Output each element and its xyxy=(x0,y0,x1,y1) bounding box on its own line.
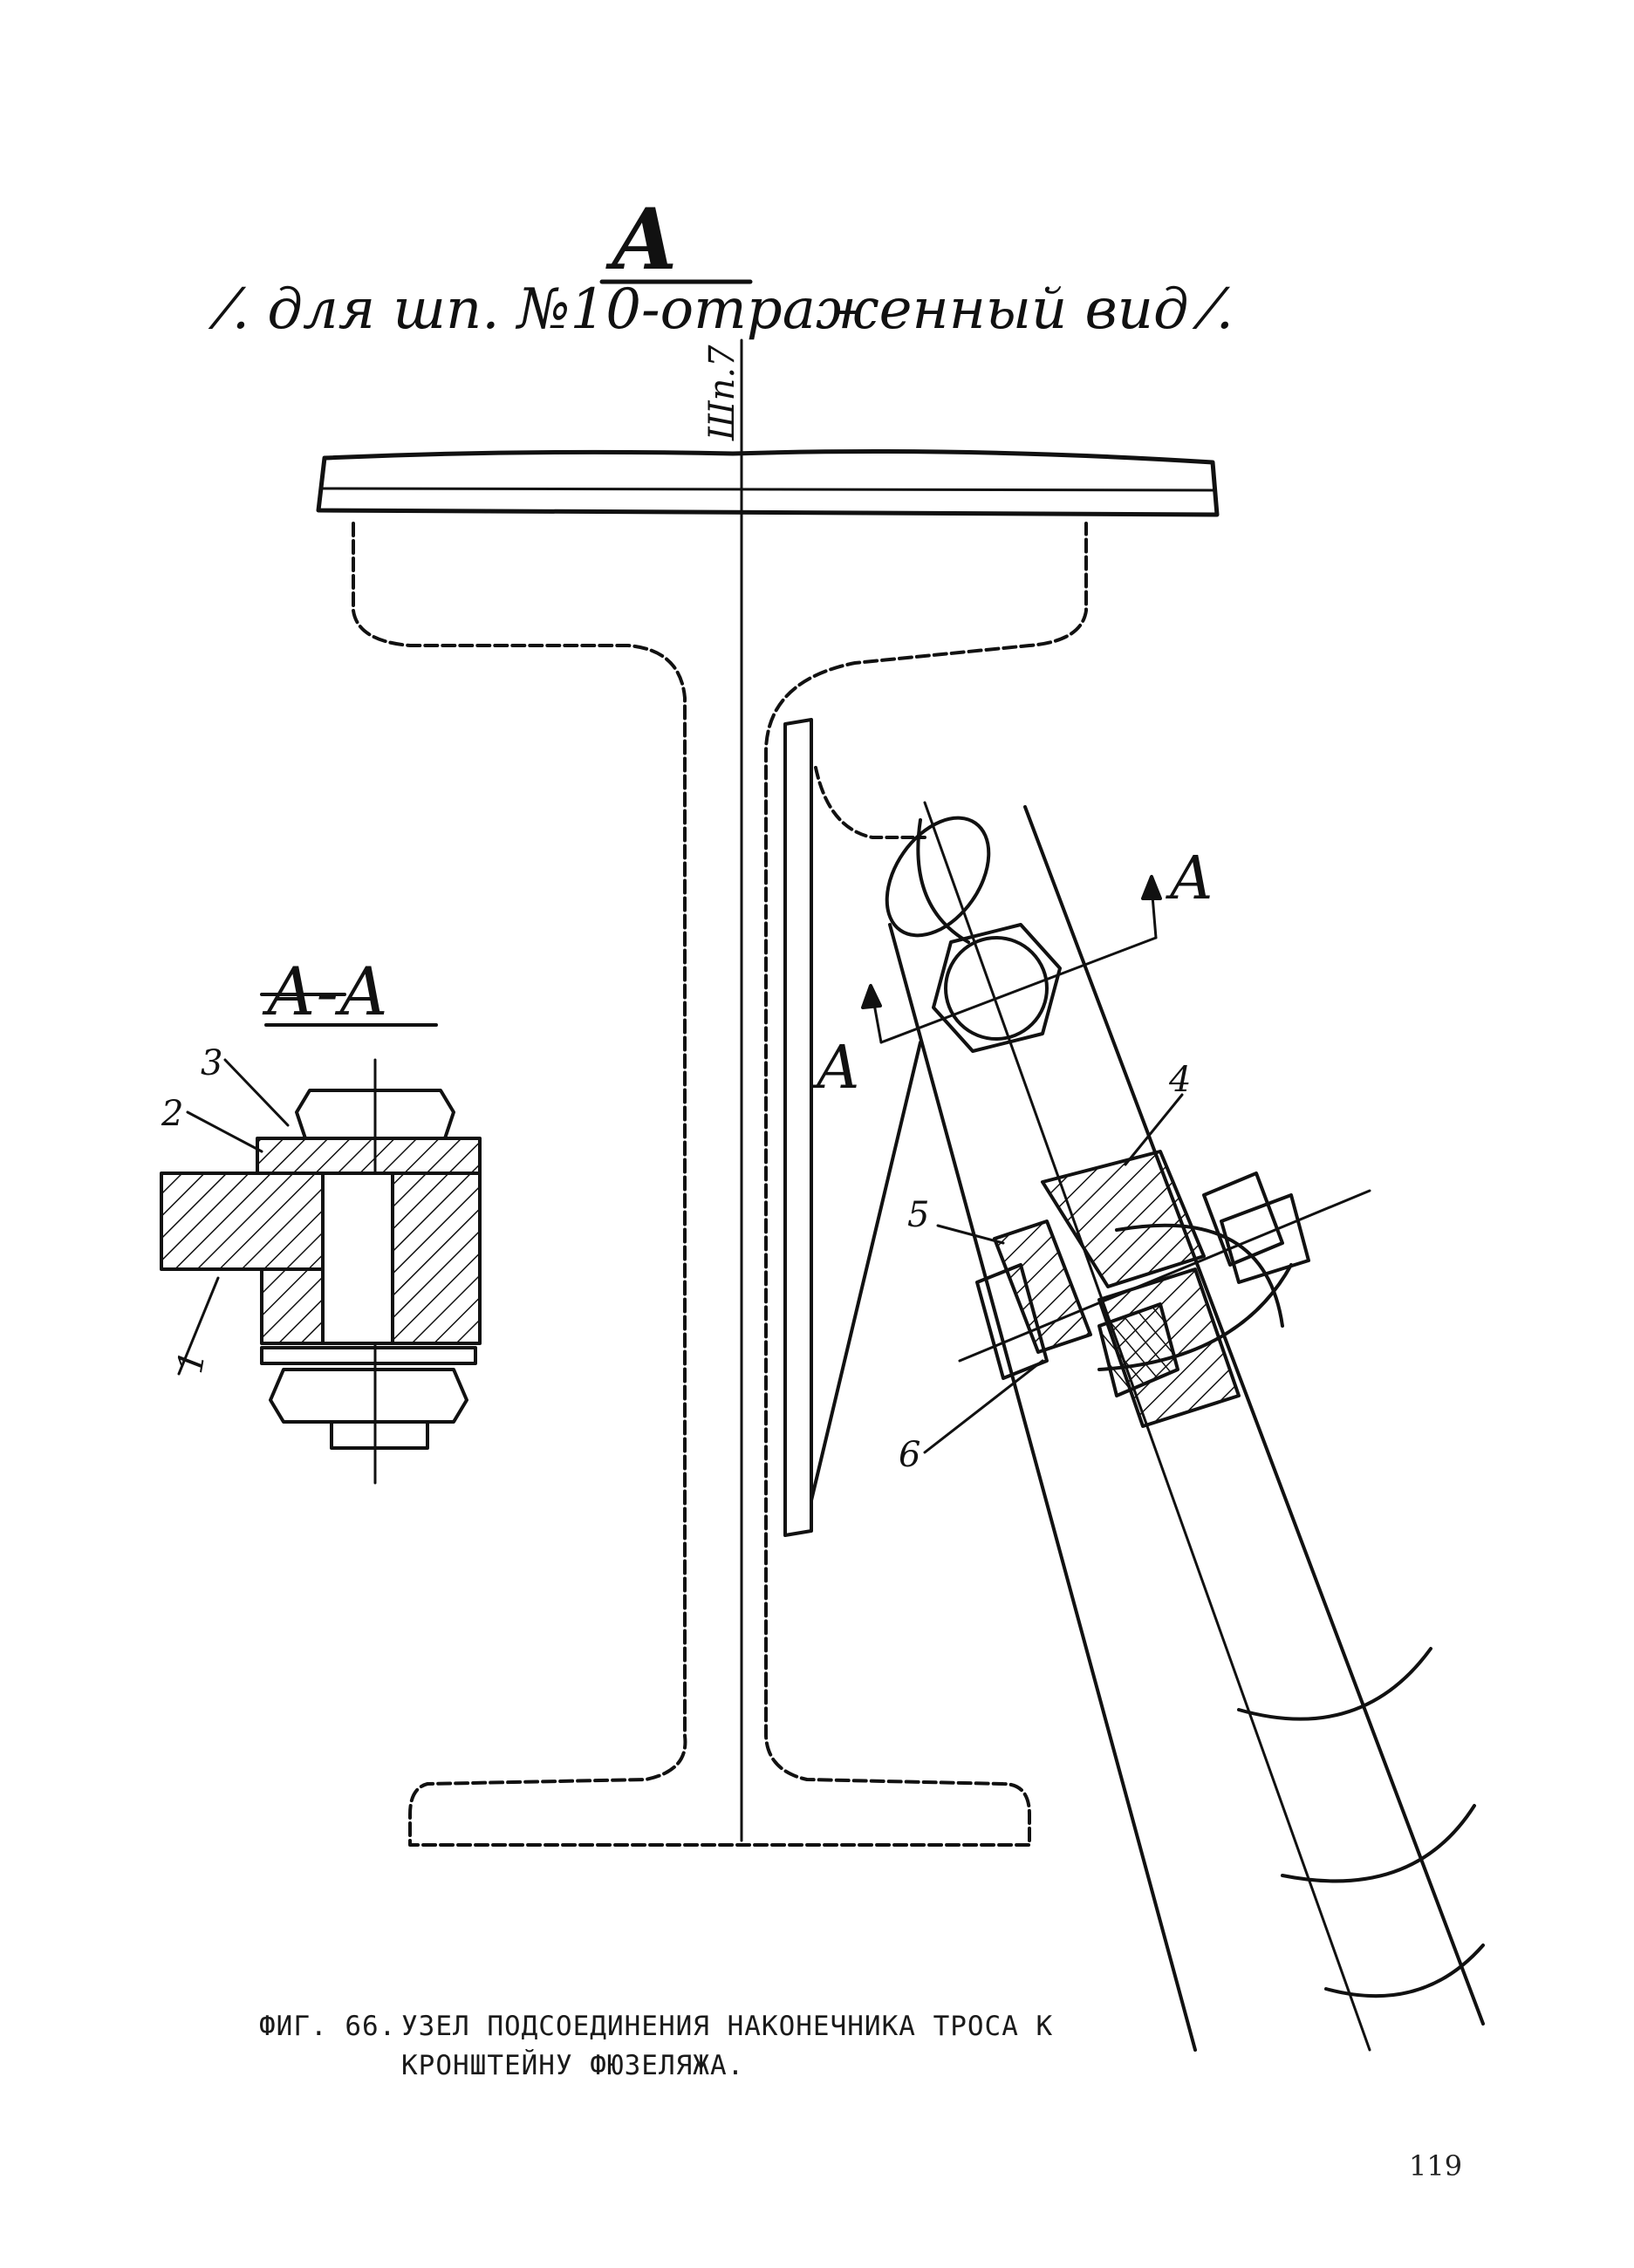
fitting-hex-head xyxy=(932,923,1062,1053)
cut-label-left: А xyxy=(816,1034,861,1103)
bracket-plate xyxy=(783,718,813,1537)
callout-2: 2 xyxy=(161,1094,184,1134)
callout-3: 3 xyxy=(201,1043,223,1083)
figure-number: ФИГ. 66. xyxy=(259,2011,397,2042)
caption-line-2: КРОНШТЕЙНУ ФЮЗЕЛЯЖА. xyxy=(401,2050,745,2081)
frame-profile xyxy=(352,522,1088,1847)
view-title: А xyxy=(611,190,680,289)
page-number: 119 xyxy=(1409,2149,1463,2183)
callout-4: 4 xyxy=(1169,1060,1192,1100)
leader-4 xyxy=(1124,1093,1184,1166)
frame-label: Шп.7 xyxy=(702,345,742,441)
section-cut-line xyxy=(861,875,1162,1044)
leader-5 xyxy=(936,1224,1005,1245)
leader-6 xyxy=(923,1359,1044,1454)
bracket-curve xyxy=(814,766,926,839)
caption-line-1: УЗЕЛ ПОДСОЕДИНЕНИЯ НАКОНЕЧНИКА ТРОСА К xyxy=(401,2011,1054,2042)
cut-label-right: А xyxy=(1169,844,1214,913)
section-title: А-А xyxy=(266,953,389,1030)
fitting-bolt-joint xyxy=(958,1150,1371,1428)
view-subtitle: ⁄. для шп. №10-отраженный вид ⁄. xyxy=(222,277,1234,342)
skin-panel xyxy=(316,449,1220,517)
callout-6: 6 xyxy=(899,1435,921,1475)
section-view xyxy=(160,993,482,1485)
callout-5: 5 xyxy=(907,1195,930,1235)
bracket-web xyxy=(810,1041,922,1502)
